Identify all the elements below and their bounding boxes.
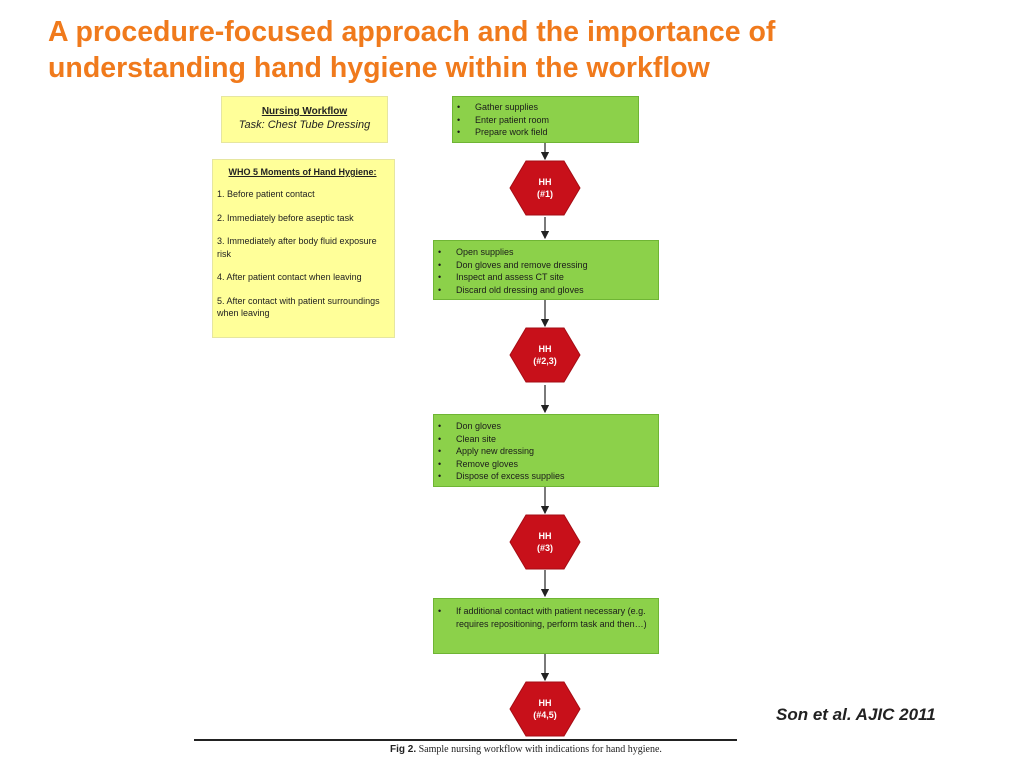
who-moment-3: 3. Immediately after body fluid exposure… <box>217 236 377 259</box>
step-3-item: Apply new dressing <box>438 445 658 458</box>
step-2-item: Don gloves and remove dressing <box>438 259 658 272</box>
slide-title: A procedure-focused approach and the imp… <box>48 14 988 86</box>
step-2-item: Open supplies <box>438 246 658 259</box>
hh-label: HH <box>538 698 552 708</box>
who-moment-2: 2. Immediately before aseptic task <box>217 212 354 223</box>
hand-hygiene-node-3: HH (#3) <box>509 514 581 570</box>
figure-caption-text: Sample nursing workflow with indications… <box>418 744 662 755</box>
step-3-item: Dispose of excess supplies <box>438 470 658 483</box>
hand-hygiene-node-4: HH (#4,5) <box>509 681 581 737</box>
who-moments-box: WHO 5 Moments of Hand Hygiene: 1. Before… <box>212 159 395 338</box>
hexagon-shape <box>509 514 581 570</box>
citation: Son et al. AJIC 2011 <box>776 705 936 724</box>
step-2-item: Inspect and assess CT site <box>438 271 658 284</box>
who-moment-4: 4. After patient contact when leaving <box>217 272 362 282</box>
step-1-item: Enter patient room <box>457 114 638 127</box>
hh-moments: (#2,3) <box>533 356 557 366</box>
who-moment-5: 5. After contact with patient surroundin… <box>217 295 380 319</box>
workflow-task: Task: Chest Tube Dressing <box>238 119 371 131</box>
step-box-4: If additional contact with patient neces… <box>433 598 659 654</box>
step-1-item: Prepare work field <box>457 126 638 139</box>
step-box-2: Open supplies Don gloves and remove dres… <box>433 240 659 300</box>
step-1-item: Gather supplies <box>457 101 638 114</box>
slide-title-line-2: understanding hand hygiene within the wo… <box>48 52 710 84</box>
step-3-item: Don gloves <box>438 420 658 433</box>
step-2-item: Discard old dressing and gloves <box>438 284 658 297</box>
step-3-item: Remove gloves <box>438 458 658 471</box>
workflow-heading: Nursing Workflow <box>261 106 348 117</box>
step-box-1: Gather supplies Enter patient room Prepa… <box>452 96 639 143</box>
hexagon-shape <box>509 681 581 737</box>
hh-label: HH <box>538 177 552 187</box>
step-4-item: If additional contact with patient neces… <box>438 605 658 630</box>
hh-moments: (#1) <box>536 189 553 199</box>
hh-moments: (#3) <box>536 543 553 553</box>
hh-moments: (#4,5) <box>533 710 557 720</box>
workflow-title-box: Nursing Workflow Task: Chest Tube Dressi… <box>221 96 388 143</box>
hand-hygiene-node-2: HH (#2,3) <box>509 327 581 383</box>
caption-rule <box>194 739 737 741</box>
hand-hygiene-node-1: HH (#1) <box>509 160 581 216</box>
hh-label: HH <box>538 344 552 354</box>
figure-caption: Fig 2. Sample nursing workflow with indi… <box>390 744 662 755</box>
step-3-item: Clean site <box>438 433 658 446</box>
hexagon-shape <box>509 327 581 383</box>
who-heading: WHO 5 Moments of Hand Hygiene: <box>228 167 377 177</box>
hexagon-shape <box>509 160 581 216</box>
step-box-3: Don gloves Clean site Apply new dressing… <box>433 414 659 487</box>
who-moment-1: 1. Before patient contact <box>217 189 315 199</box>
slide-title-line-1: A procedure-focused approach and the imp… <box>48 16 776 48</box>
hh-label: HH <box>538 531 552 541</box>
figure-number: Fig 2. <box>390 744 417 755</box>
